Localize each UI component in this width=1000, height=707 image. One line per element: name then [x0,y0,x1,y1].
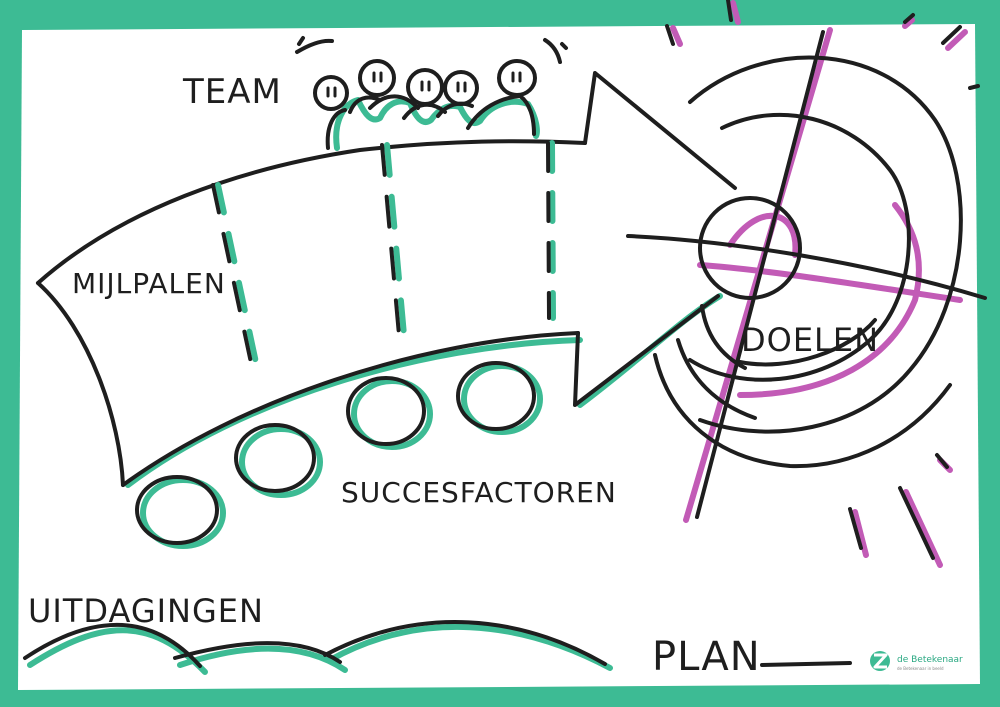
label-mijlpalen: MIJLPALEN [72,267,226,300]
brand-tagline: de Betekenaar in beeld [897,666,944,671]
arrow [36,71,737,488]
label-doelen: DOELEN [741,321,879,359]
label-team: TEAM [182,72,282,112]
milestone-lines [211,140,556,375]
plan-underline [760,661,852,667]
brand-logo: de Betekenaar de Betekenaar in beeld [870,651,963,671]
burst-strokes [665,0,980,568]
brand-name: de Betekenaar [897,655,963,665]
team-figures [295,36,568,151]
success-factor-circles [135,361,543,549]
paper-sheet [18,24,980,690]
label-plan: PLAN [652,634,761,680]
label-uitdagingen: UITDAGINGEN [28,592,264,630]
label-succesfactoren: SUCCESFACTOREN [341,476,617,509]
target [626,27,987,523]
challenges-waves [23,620,613,675]
